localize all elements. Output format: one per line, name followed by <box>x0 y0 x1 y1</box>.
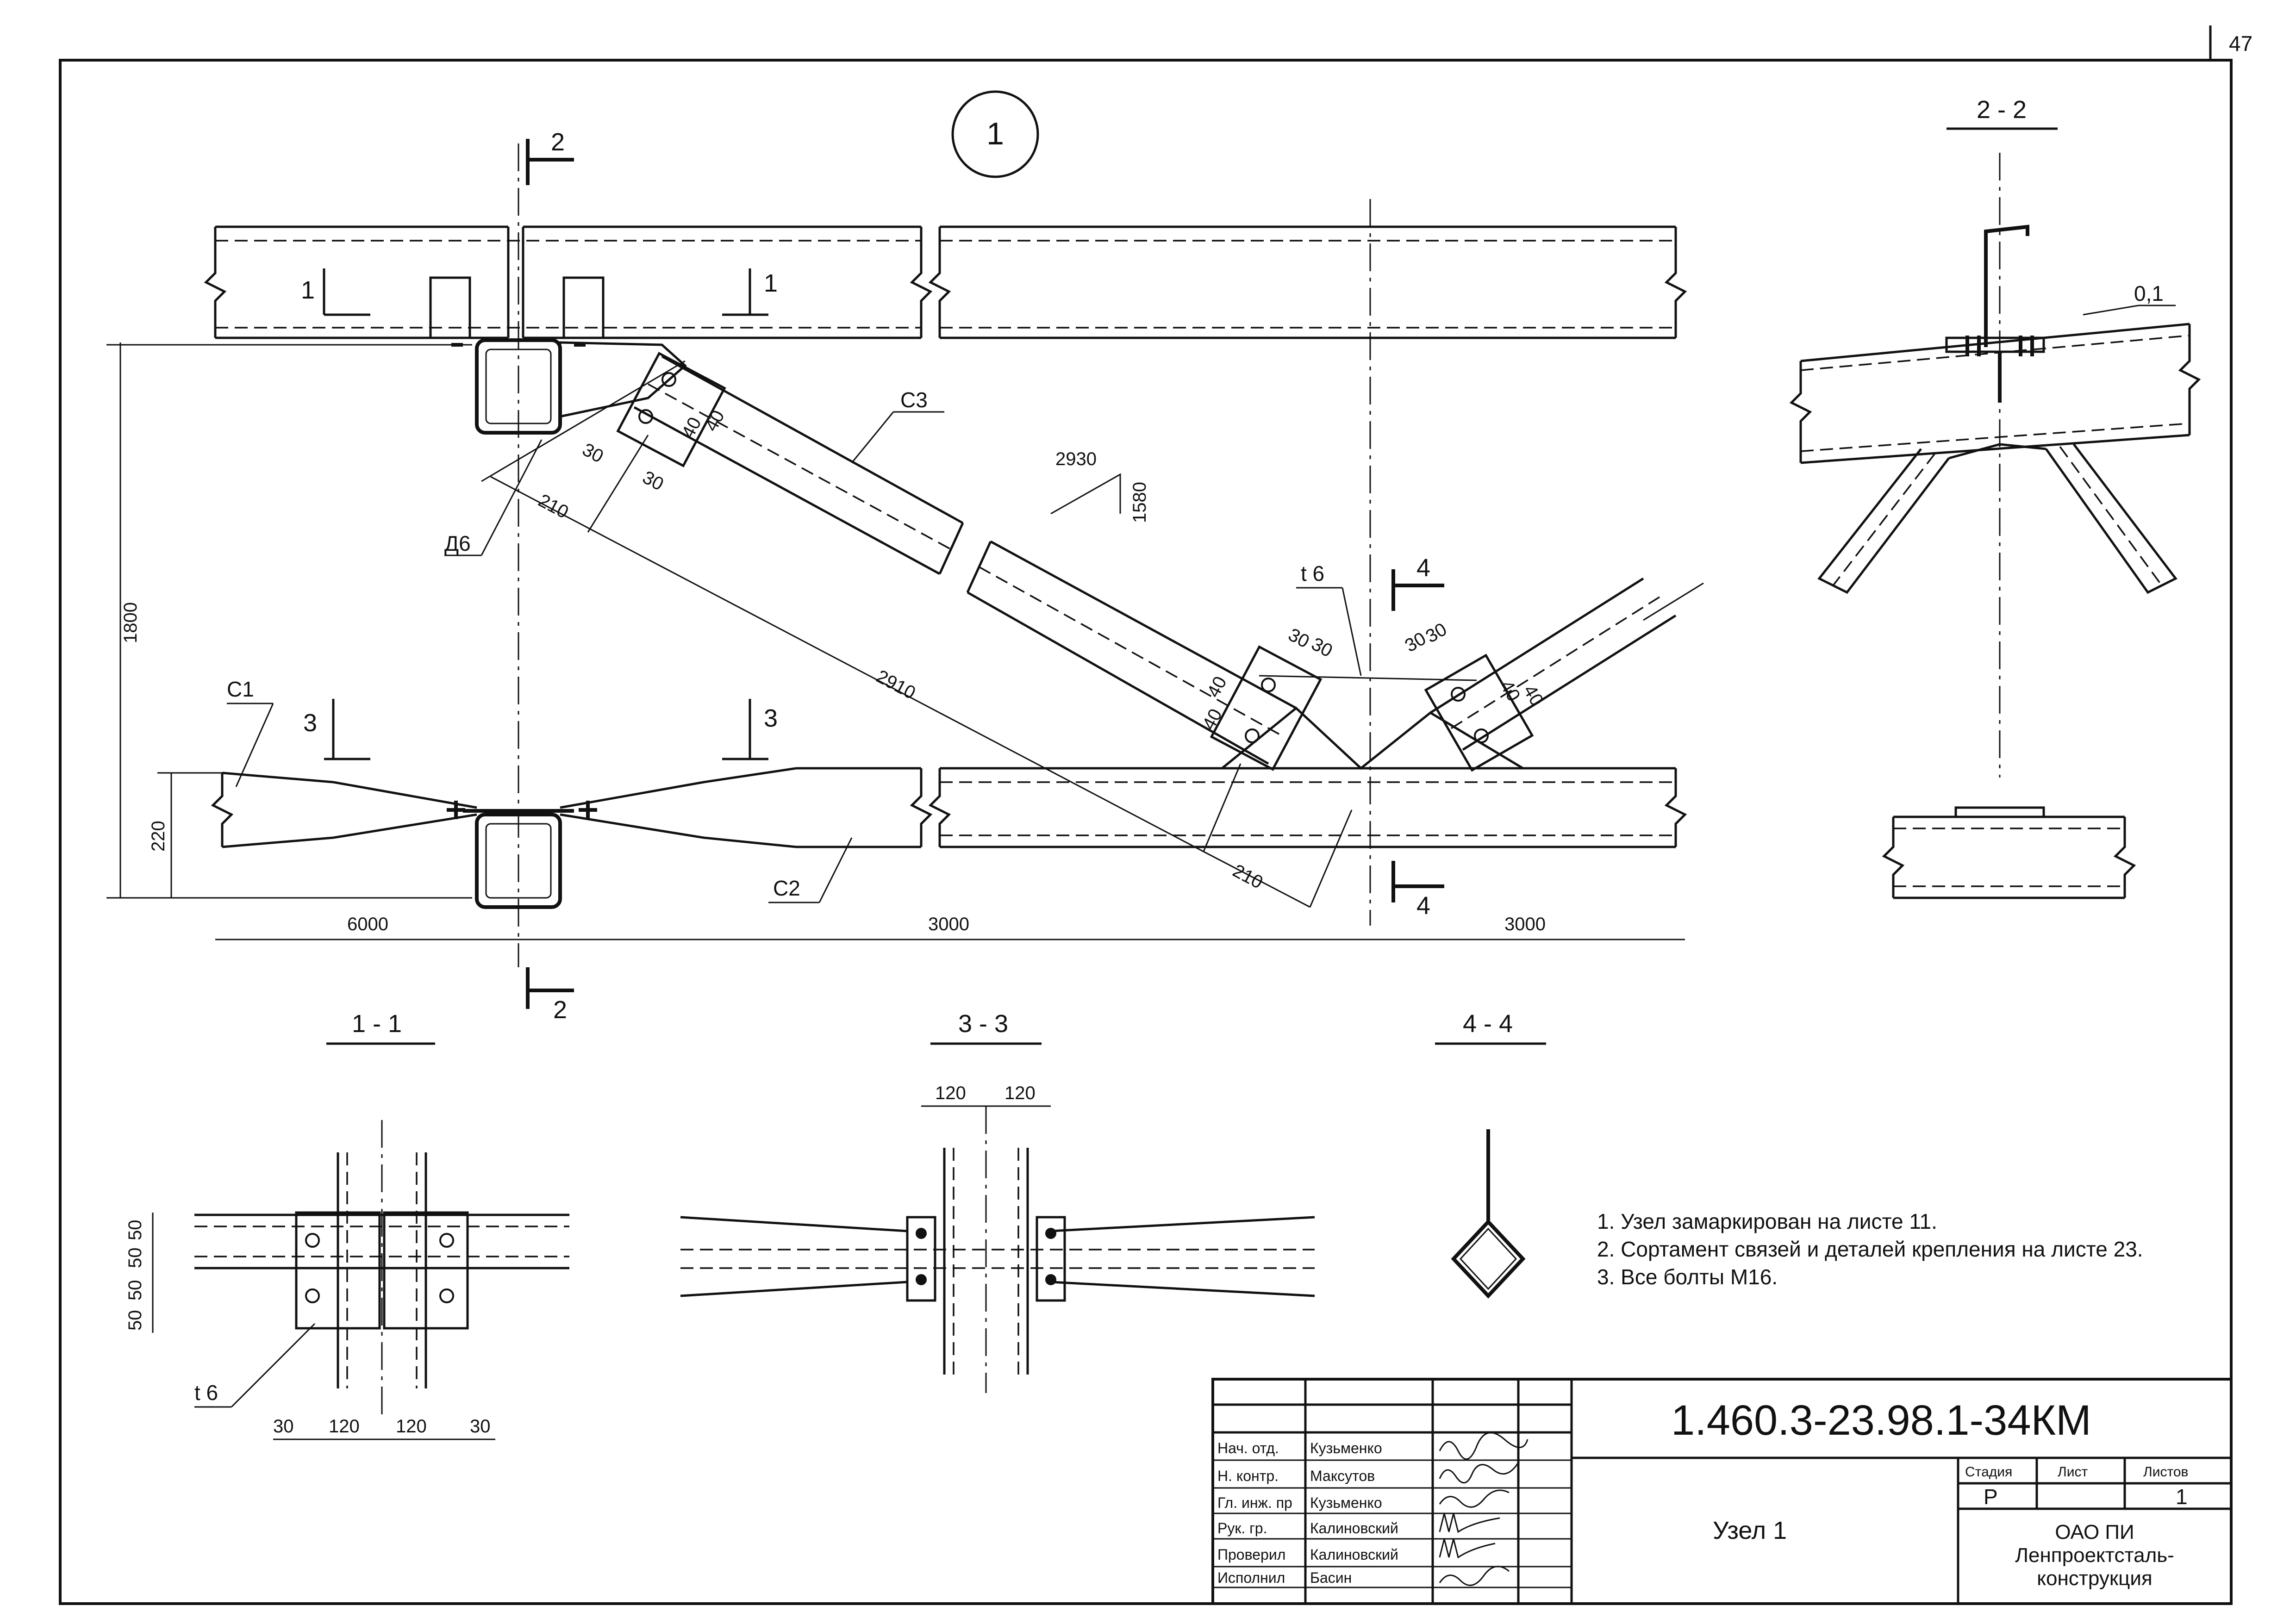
svg-text:Р: Р <box>1984 1485 1998 1509</box>
svg-text:Максутов: Максутов <box>1310 1468 1375 1484</box>
label-c2: С2 <box>773 876 800 900</box>
svg-text:Проверил: Проверил <box>1217 1546 1285 1563</box>
svg-text:40: 40 <box>1519 682 1547 710</box>
brace-c3 <box>633 355 1297 765</box>
label-c1: С1 <box>227 677 254 701</box>
svg-text:30: 30 <box>470 1416 491 1437</box>
svg-text:40: 40 <box>678 414 705 442</box>
svg-text:Листов: Листов <box>2143 1464 2188 1480</box>
svg-text:30: 30 <box>639 467 667 495</box>
label-d6: Д6 <box>444 531 471 555</box>
gusset-top <box>559 341 687 418</box>
svg-text:3: 3 <box>764 704 778 732</box>
svg-text:ОАО ПИ: ОАО ПИ <box>2055 1521 2134 1543</box>
section-title-2-2: 2 - 2 <box>1977 96 2027 124</box>
svg-text:3000: 3000 <box>1504 914 1546 934</box>
svg-text:2910: 2910 <box>873 666 919 703</box>
svg-text:6000: 6000 <box>347 914 388 934</box>
svg-text:220: 220 <box>148 821 168 852</box>
svg-text:50: 50 <box>125 1310 145 1331</box>
svg-text:3: 3 <box>303 709 317 737</box>
svg-text:2: 2 <box>553 996 567 1024</box>
svg-text:1580: 1580 <box>1129 482 1150 523</box>
svg-text:1: 1 <box>764 269 778 297</box>
svg-text:Лист: Лист <box>2058 1464 2088 1480</box>
section-title-1-1: 1 - 1 <box>352 1010 402 1038</box>
svg-text:Ленпроектсталь-: Ленпроектсталь- <box>2015 1544 2174 1567</box>
section-4-4: 4 - 4 <box>1435 1010 1546 1299</box>
notes-block: 1. Узел замаркирован на листе 11. 2. Сор… <box>1597 1209 2143 1289</box>
svg-text:50: 50 <box>125 1220 145 1241</box>
section-title-4-4: 4 - 4 <box>1463 1010 1513 1038</box>
sheet-frame <box>59 59 2233 1605</box>
signatures <box>1439 1432 1529 1586</box>
section-marker-1: 1 1 <box>301 268 778 316</box>
slope-triangle <box>1050 473 1121 515</box>
svg-text:Гл. инж. пр: Гл. инж. пр <box>1217 1494 1292 1511</box>
svg-text:210: 210 <box>535 490 572 523</box>
label-t6-section: t 6 <box>194 1381 218 1405</box>
svg-text:Рук. гр.: Рук. гр. <box>1217 1520 1267 1537</box>
svg-text:40: 40 <box>701 407 729 435</box>
section-marker-4-bottom: 4 <box>1391 861 1444 920</box>
section-marker-4-top: 4 <box>1391 554 1444 611</box>
svg-text:Исполнил: Исполнил <box>1217 1569 1285 1586</box>
svg-text:120: 120 <box>329 1416 360 1437</box>
svg-text:50: 50 <box>125 1248 145 1269</box>
section-1-1: 1 - 1 50 50 50 50 30 120 120 30 t 6 <box>125 1010 569 1440</box>
main-view: 2 2 1 1 3 3 4 <box>106 128 1704 1024</box>
section-3-3: 3 - 3 120 120 <box>680 1010 1315 1393</box>
svg-text:50: 50 <box>125 1280 145 1301</box>
section-marker-3: 3 3 <box>303 699 778 760</box>
svg-text:210: 210 <box>1229 860 1267 893</box>
svg-text:1: 1 <box>2176 1485 2188 1509</box>
svg-text:120: 120 <box>935 1083 966 1103</box>
top-chord <box>204 225 1687 339</box>
svg-text:30: 30 <box>1285 624 1313 652</box>
bottom-chord <box>211 767 1687 848</box>
svg-text:40: 40 <box>1198 705 1226 733</box>
svg-text:30: 30 <box>273 1416 294 1437</box>
node-number: 1 <box>986 116 1004 151</box>
svg-text:30: 30 <box>1308 634 1336 661</box>
svg-text:4: 4 <box>1416 892 1430 920</box>
section-title-3-3: 3 - 3 <box>958 1010 1008 1038</box>
svg-text:Стадия: Стадия <box>1965 1464 2012 1480</box>
svg-text:Н. контр.: Н. контр. <box>1217 1468 1279 1484</box>
svg-text:120: 120 <box>1004 1083 1036 1103</box>
svg-text:Басин: Басин <box>1310 1569 1352 1586</box>
drawing-title: Узел 1 <box>1713 1517 1787 1544</box>
svg-text:Калиновский: Калиновский <box>1310 1520 1398 1537</box>
note-1: 1. Узел замаркирован на листе 11. <box>1597 1209 1937 1233</box>
node-number-callout: 1 <box>951 90 1039 178</box>
svg-text:2: 2 <box>551 128 565 156</box>
svg-text:Кузьменко: Кузьменко <box>1310 1494 1382 1511</box>
title-block: 1.460.3-23.98.1-34КМ Узел 1 Стадия Лист … <box>1211 1378 2233 1605</box>
svg-text:40: 40 <box>1203 673 1231 701</box>
svg-text:Нач. отд.: Нач. отд. <box>1217 1440 1279 1456</box>
svg-text:1800: 1800 <box>120 602 141 643</box>
note-3: 3. Все болты М16. <box>1597 1265 1778 1289</box>
svg-text:120: 120 <box>396 1416 427 1437</box>
note-2: 2. Сортамент связей и деталей крепления … <box>1597 1237 2143 1261</box>
svg-text:конструкция: конструкция <box>2037 1567 2152 1590</box>
section-marker-2-bottom: 2 <box>526 967 574 1024</box>
svg-text:30: 30 <box>579 439 607 467</box>
drawing-code: 1.460.3-23.98.1-34КМ <box>1671 1397 2091 1444</box>
brace-right <box>1429 577 1704 751</box>
sheet-number: 47 <box>2229 31 2252 56</box>
svg-text:Калиновский: Калиновский <box>1310 1546 1398 1563</box>
label-c3: С3 <box>900 388 928 412</box>
gusset-bottom <box>1218 706 1528 770</box>
label-t6: t 6 <box>1301 561 1324 585</box>
section-2-2: 2 - 2 0,1 <box>1789 96 2201 899</box>
svg-text:0,1: 0,1 <box>2134 281 2164 305</box>
svg-text:3000: 3000 <box>928 914 969 934</box>
svg-text:Кузьменко: Кузьменко <box>1310 1440 1382 1456</box>
svg-text:4: 4 <box>1416 554 1430 582</box>
svg-text:1: 1 <box>301 276 315 304</box>
svg-text:2930: 2930 <box>1055 449 1097 469</box>
section-marker-2-top: 2 <box>526 128 574 185</box>
